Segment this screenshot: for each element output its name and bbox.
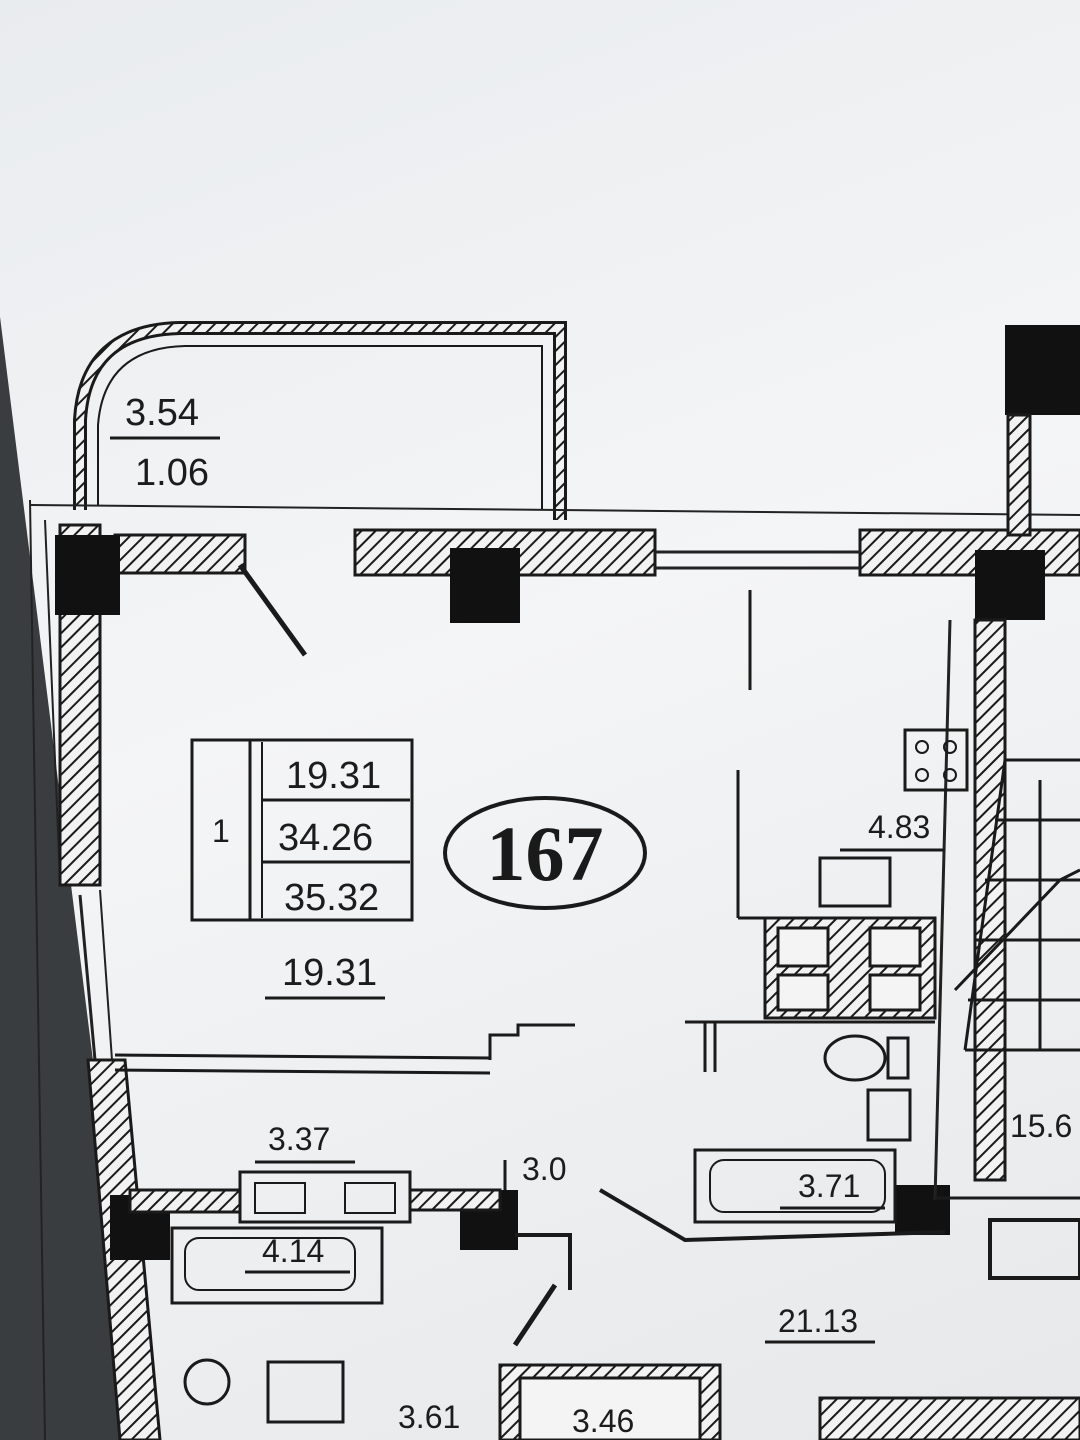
lower-room-a-area-label: 3.61: [398, 1399, 460, 1435]
balcony-reduced-area-label: 1.06: [135, 452, 209, 494]
balcony: [73, 321, 567, 520]
apartment-number: 167: [487, 810, 604, 897]
lower-walls: [128, 1160, 1080, 1347]
apartment-rooms-count: 1: [212, 813, 230, 849]
lower-room-b-area-label: 3.46: [572, 1403, 634, 1439]
bathtub-icon: [693, 1148, 897, 1224]
right-wall: [933, 413, 1032, 1201]
lower-hall-area-label: 21.13: [778, 1303, 858, 1339]
neighbor-bathtub-icon: [170, 1226, 384, 1305]
apartment-info-table: [190, 738, 414, 922]
toilet-icon: [823, 1034, 910, 1082]
neighbor-bath-area-label: 4.14: [262, 1233, 324, 1269]
apartment-living-area: 19.31: [286, 755, 381, 797]
staircase: [953, 758, 1080, 1052]
kitchen-sink-icon: [818, 856, 892, 908]
neighbor-right-area-label: 15.6: [1010, 1108, 1072, 1144]
apartment-total-area: 35.32: [284, 877, 379, 919]
living-room-area-label: 19.31: [282, 952, 377, 994]
ventilation-shaft: [763, 916, 937, 1020]
balcony-area-label: 3.54: [125, 392, 199, 434]
stove-icon: [903, 728, 969, 792]
kitchen-area-label: 4.83: [868, 809, 930, 845]
wash-basin-icon: [866, 1088, 912, 1142]
corridor-area-label: 3.0: [522, 1151, 566, 1187]
neighbor-top-area-label: 3.37: [268, 1121, 330, 1157]
facade-left: [29, 499, 162, 1440]
apartment-number-oval: [443, 796, 647, 910]
bottom-fixtures: [183, 1358, 1080, 1440]
bathroom-area-label: 3.71: [798, 1168, 860, 1204]
balcony-door-leaf: [237, 563, 308, 657]
apartment-area-without-balcony: 34.26: [278, 817, 373, 859]
